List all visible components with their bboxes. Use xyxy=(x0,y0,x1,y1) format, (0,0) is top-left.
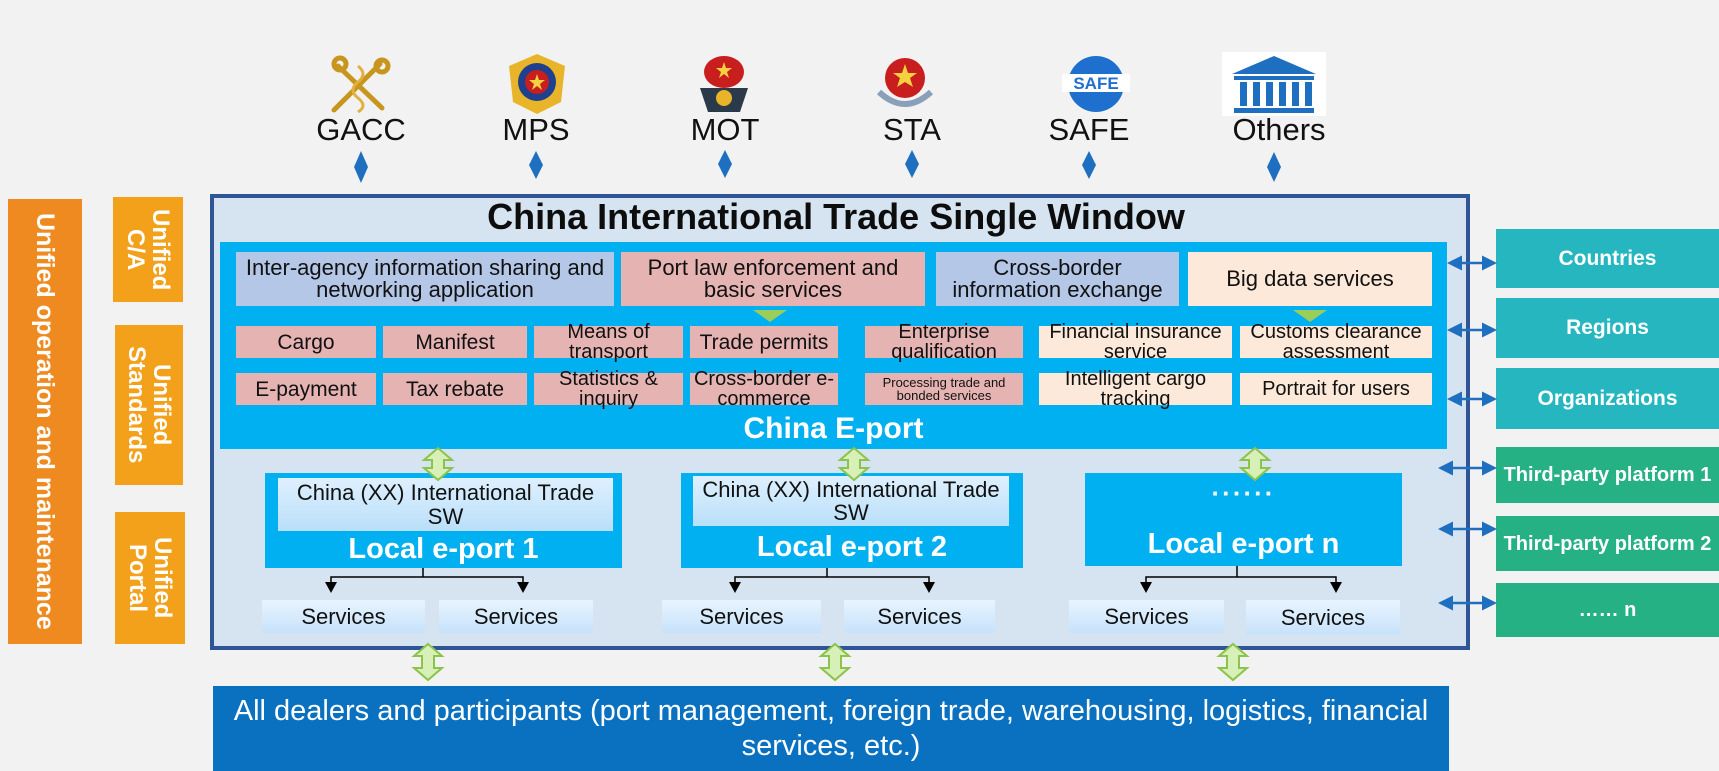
external-organizations: Organizations xyxy=(1496,368,1719,429)
local-eport-2-label: Local e-port 2 xyxy=(756,531,948,563)
agency-connector-diamonds xyxy=(354,150,1281,183)
government-building-icon xyxy=(1222,52,1326,116)
service-big-data: Big data services xyxy=(1188,252,1432,306)
safe-logo-text: SAFE xyxy=(1073,74,1118,93)
external-connector-arrows xyxy=(1438,255,1497,611)
service-processing-trade-bonded: Processing trade and bonded services xyxy=(865,373,1023,405)
rail-unified-standards: Unified Standards xyxy=(115,325,183,485)
service-portrait-for-users: Portrait for users xyxy=(1240,373,1432,405)
agency-label-mot: MOT xyxy=(690,112,760,147)
agency-label-others: Others xyxy=(1232,112,1326,147)
agency-label-safe: SAFE xyxy=(1048,112,1130,147)
rail-unified-ca: Unified C/A xyxy=(113,197,183,302)
rail-unified-portal: Unified Portal xyxy=(115,512,185,644)
china-eport-label: China E-port xyxy=(743,412,924,445)
eport-down-arrows xyxy=(753,310,1327,322)
local-n-services-a: Services xyxy=(1069,600,1224,633)
local-branch-lines xyxy=(330,566,1337,590)
single-window-title: China International Trade Single Window xyxy=(487,196,1185,237)
service-cross-border-info-exchange: Cross-border information exchange xyxy=(936,252,1179,306)
external-third-party-2: Third-party platform 2 xyxy=(1496,516,1719,571)
gacc-emblem-icon xyxy=(331,55,391,114)
service-statistics-inquiry: Statistics & inquiry xyxy=(534,369,683,409)
local-2-services-a: Services xyxy=(662,600,821,633)
local-eport-n-ellipsis: ······ xyxy=(1211,478,1276,508)
local-eport-2-sw: China (XX) International Trade SW xyxy=(693,476,1009,526)
service-enterprise-qualification: Enterprise qualification xyxy=(865,322,1023,362)
service-tax-rebate: Tax rebate xyxy=(383,373,527,405)
service-trade-permits: Trade permits xyxy=(690,326,838,358)
service-means-of-transport: Means of transport xyxy=(534,322,683,362)
all-dealers-participants: All dealers and participants (port manag… xyxy=(213,686,1449,771)
external-countries: Countries xyxy=(1496,229,1719,288)
external-more-n: …… n xyxy=(1496,583,1719,637)
agency-label-gacc: GACC xyxy=(316,112,406,147)
local-eport-n-label: Local e-port n xyxy=(1147,528,1340,560)
sta-tax-emblem-icon xyxy=(876,58,934,107)
agency-label-sta: STA xyxy=(883,112,941,147)
local-eport-1-label: Local e-port 1 xyxy=(348,533,539,565)
service-cross-border-ecommerce: Cross-border e-commerce xyxy=(690,369,838,409)
service-e-payment: E-payment xyxy=(236,373,376,405)
double-arrows xyxy=(411,446,1272,682)
service-inter-agency-sharing: Inter-agency information sharing and net… xyxy=(236,252,614,306)
safe-globe-logo-icon: SAFE xyxy=(1062,56,1130,112)
local-eport-1-sw: China (XX) International Trade SW xyxy=(278,478,613,531)
service-port-law-enforcement: Port law enforcement and basic services xyxy=(621,252,925,306)
service-customs-clearance-assessment: Customs clearance assessment xyxy=(1240,322,1432,362)
local-1-services-b: Services xyxy=(439,600,593,633)
local-1-services-a: Services xyxy=(262,600,425,633)
mot-badge-icon xyxy=(700,56,748,112)
agency-label-mps: MPS xyxy=(502,112,570,147)
service-manifest: Manifest xyxy=(383,326,527,358)
service-cargo: Cargo xyxy=(236,326,376,358)
external-third-party-1: Third-party platform 1 xyxy=(1496,447,1719,503)
local-2-services-b: Services xyxy=(844,600,995,633)
local-branch-arrowheads xyxy=(325,582,1342,593)
service-financial-insurance: Financial insurance service xyxy=(1039,322,1232,362)
service-intelligent-cargo-tracking: Intelligent cargo tracking xyxy=(1039,369,1232,409)
rail-unified-operation-maintenance: Unified operation and maintenance xyxy=(8,199,82,644)
local-eport-n xyxy=(1085,473,1402,566)
local-n-services-b: Services xyxy=(1246,600,1400,635)
mps-police-badge-icon xyxy=(509,54,565,114)
external-regions: Regions xyxy=(1496,298,1719,358)
